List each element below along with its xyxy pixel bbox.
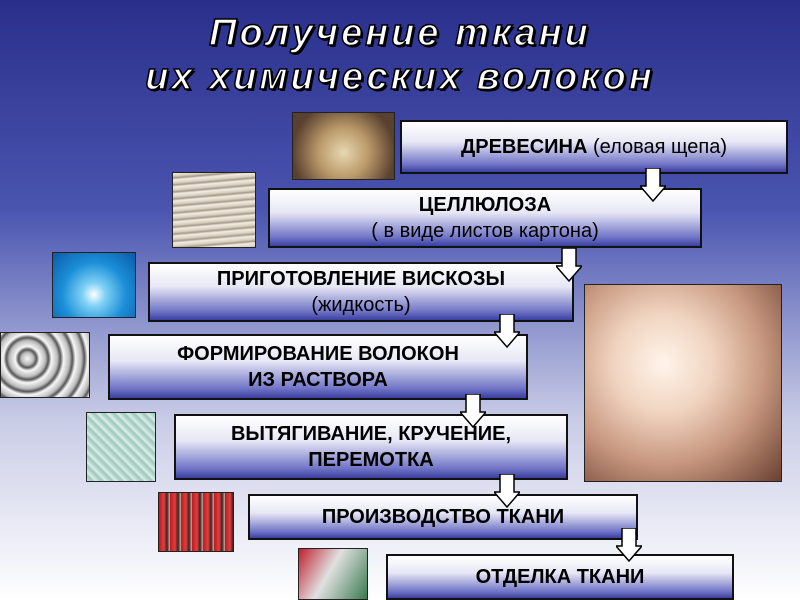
step-cellulose: ЦЕЛЛЮЛОЗА ( в виде листов картона) <box>268 188 702 248</box>
step-drawing-bold: ВЫТЯГИВАНИЕ, КРУЧЕНИЕ, <box>230 423 512 445</box>
yarn-image <box>86 412 156 482</box>
step-cellulose-note: ( в виде листов картона) <box>371 220 599 242</box>
arrow-down-icon <box>494 314 520 348</box>
step-fabric-production: ПРОИЗВОДСТВО ТКАНИ <box>248 494 638 540</box>
silk-fabric-image <box>584 284 782 482</box>
step-fabric-finishing: ОТДЕЛКА ТКАНИ <box>386 554 734 600</box>
arrow-down-icon <box>556 248 582 282</box>
step-cellulose-bold: ЦЕЛЛЮЛОЗА <box>418 194 552 216</box>
step-fiber-forming-line2: ИЗ РАСТВОРА <box>248 369 388 391</box>
step-fabric-production-bold: ПРОИЗВОДСТВО ТКАНИ <box>321 506 565 528</box>
wood-chips-image <box>292 112 395 180</box>
arrow-down-icon <box>494 474 520 508</box>
step-drawing-line2: ПЕРЕМОТКА <box>308 449 434 471</box>
fabric-finish-image <box>298 548 368 600</box>
step-wood: ДРЕВЕСИНА (еловая щепа) <box>400 120 788 174</box>
step-viscose-note: (жидкость) <box>311 294 411 316</box>
title-line-1: Получение ткани <box>208 11 591 55</box>
arrow-down-icon <box>640 168 666 202</box>
step-wood-note: (еловая щепа) <box>587 136 727 158</box>
step-viscose: ПРИГОТОВЛЕНИЕ ВИСКОЗЫ (жидкость) <box>148 262 574 322</box>
step-fabric-finishing-bold: ОТДЕЛКА ТКАНИ <box>475 566 645 588</box>
title-line-2: их химических волокон <box>144 55 655 99</box>
fiber-tubes-image <box>0 332 90 398</box>
step-viscose-bold: ПРИГОТОВЛЕНИЕ ВИСКОЗЫ <box>216 268 506 290</box>
cardboard-sheets-image <box>172 172 256 248</box>
step-fiber-forming-bold: ФОРМИРОВАНИЕ ВОЛОКОН <box>177 343 459 365</box>
weaving-factory-image <box>158 492 234 552</box>
arrow-down-icon <box>616 528 642 562</box>
step-fiber-forming: ФОРМИРОВАНИЕ ВОЛОКОН ИЗ РАСТВОРА <box>108 334 528 400</box>
arrow-down-icon <box>460 394 486 428</box>
step-wood-bold: ДРЕВЕСИНА <box>461 136 588 158</box>
step-drawing: ВЫТЯГИВАНИЕ, КРУЧЕНИЕ, ПЕРЕМОТКА <box>174 414 568 480</box>
liquid-drop-image <box>52 252 136 318</box>
